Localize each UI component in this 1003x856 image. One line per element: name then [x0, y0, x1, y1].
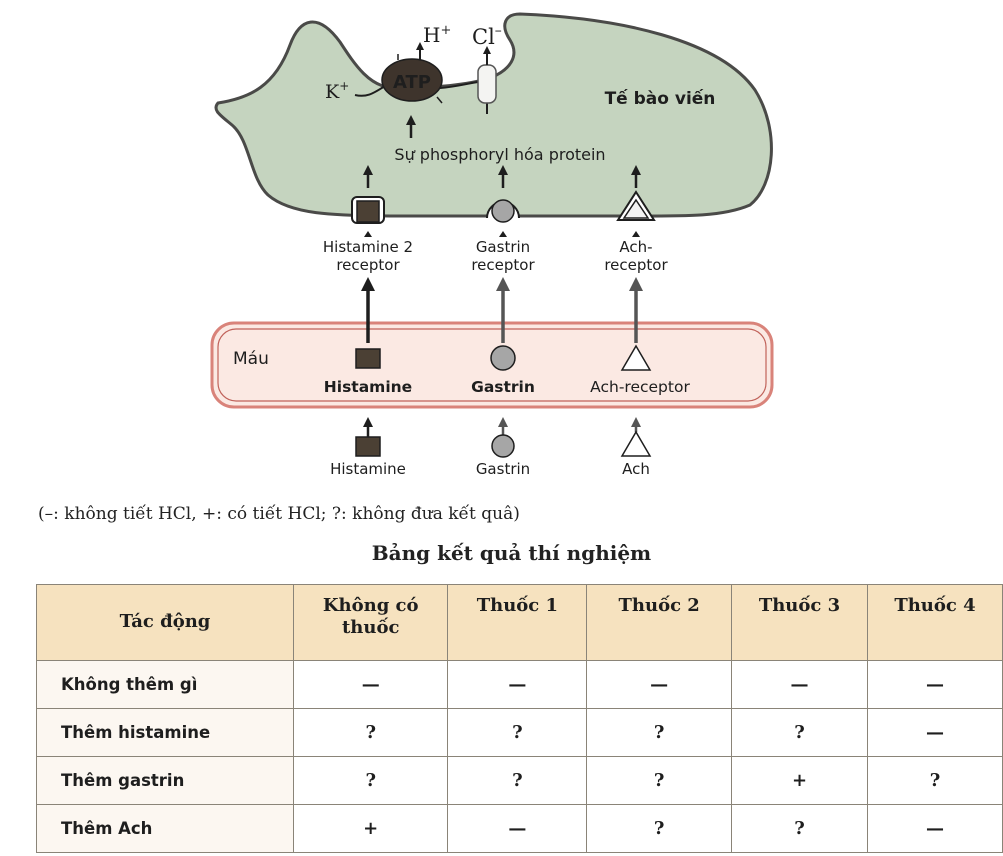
- cl-channel-icon: [477, 64, 497, 104]
- source-histamine-label: Histamine: [330, 460, 406, 478]
- source-histamine-icon: [355, 436, 381, 457]
- blood-molecule-histamine: Histamine: [324, 378, 412, 396]
- histamine-molecule-icon: [355, 348, 381, 369]
- result-cell: —: [866, 708, 1003, 757]
- cl-ion-label: Cl–: [472, 23, 502, 49]
- svg-text:Ach-: Ach-: [619, 238, 652, 256]
- svg-text:Gastrin: Gastrin: [476, 238, 530, 256]
- source-ach-label: Ach: [622, 460, 650, 478]
- source-gastrin-label: Gastrin: [476, 460, 530, 478]
- k-ion-path: [354, 85, 386, 97]
- atp-pump-icon: [381, 58, 443, 102]
- row-label: Thêm gastrin: [36, 756, 294, 805]
- gastrin-molecule-icon: [490, 345, 516, 371]
- result-cell: —: [586, 660, 733, 709]
- result-cell: ?: [292, 708, 449, 757]
- column-header: Thuốc 3: [731, 584, 868, 661]
- result-cell: —: [447, 804, 588, 853]
- result-cell: —: [292, 660, 449, 709]
- svg-text:receptor: receptor: [471, 256, 535, 274]
- blood-label: Máu: [233, 349, 269, 369]
- legend-note: (–: không tiết HCl, +: có tiết HCl; ?: k…: [38, 504, 520, 524]
- results-table: Tác động Không có thuốc Thuốc 1 Thuốc 2 …: [36, 584, 1003, 853]
- result-cell: —: [866, 660, 1003, 709]
- phosphorylation-label: Sự phosphoryl hóa protein: [394, 145, 605, 164]
- source-ach-icon: [620, 430, 652, 457]
- table-row: Thêm histamine ? ? ? ? —: [36, 708, 1003, 757]
- result-cell: —: [731, 660, 868, 709]
- cell-label: Tế bào viến: [605, 88, 716, 109]
- column-header: Thuốc 4: [866, 584, 1003, 661]
- receptor-label-ach: Ach- receptor: [604, 238, 668, 274]
- result-cell: ?: [866, 756, 1003, 805]
- receptor-label-gastrin: Gastrin receptor: [471, 238, 535, 274]
- table-title: Bảng kết quả thí nghiệm: [371, 541, 652, 565]
- result-cell: ?: [292, 756, 449, 805]
- result-cell: ?: [731, 804, 868, 853]
- table-header-row: Tác động Không có thuốc Thuốc 1 Thuốc 2 …: [36, 584, 1003, 661]
- gastrin-receptor-icon: [491, 199, 515, 223]
- result-cell: ?: [447, 708, 588, 757]
- membrane-line: [439, 81, 479, 89]
- blood-molecule-ach: Ach-receptor: [590, 378, 690, 396]
- result-cell: +: [292, 804, 449, 853]
- result-cell: —: [866, 804, 1003, 853]
- svg-text:receptor: receptor: [336, 256, 400, 274]
- result-cell: ?: [586, 708, 733, 757]
- k-ion-label: K+: [325, 79, 349, 103]
- result-cell: —: [447, 660, 588, 709]
- table-row: Thêm gastrin ? ? ? + ?: [36, 756, 1003, 805]
- result-cell: ?: [447, 756, 588, 805]
- table-row: Không thêm gì — — — — —: [36, 660, 1003, 709]
- result-cell: ?: [731, 708, 868, 757]
- histamine-2-receptor-icon: [356, 200, 380, 223]
- row-label: Không thêm gì: [36, 660, 294, 709]
- result-cell: ?: [586, 804, 733, 853]
- column-header: Thuốc 2: [586, 584, 733, 661]
- hcl-secretion-diagram: ATP H+ Cl– K+ Tế bào viến Sự phosphoryl …: [210, 12, 774, 478]
- table-row: Thêm Ach + — ? ? —: [36, 804, 1003, 853]
- svg-text:receptor: receptor: [604, 256, 668, 274]
- receptor-label-histamine-2: Histamine 2 receptor: [323, 238, 413, 274]
- column-header: Tác động: [36, 584, 294, 661]
- column-header: Không có thuốc: [292, 584, 449, 661]
- h-ion-label: H+: [423, 23, 451, 47]
- source-gastrin-icon: [491, 434, 515, 458]
- row-label: Thêm Ach: [36, 804, 294, 853]
- row-label: Thêm histamine: [36, 708, 294, 757]
- ach-receptor-icon: [622, 198, 650, 219]
- blood-molecule-gastrin: Gastrin: [471, 378, 535, 396]
- ach-molecule-icon: [620, 344, 652, 371]
- svg-text:Histamine 2: Histamine 2: [323, 238, 413, 256]
- atp-label: ATP: [393, 72, 431, 93]
- result-cell: +: [731, 756, 868, 805]
- blood-vessel: [210, 321, 774, 409]
- result-cell: ?: [586, 756, 733, 805]
- column-header: Thuốc 1: [447, 584, 588, 661]
